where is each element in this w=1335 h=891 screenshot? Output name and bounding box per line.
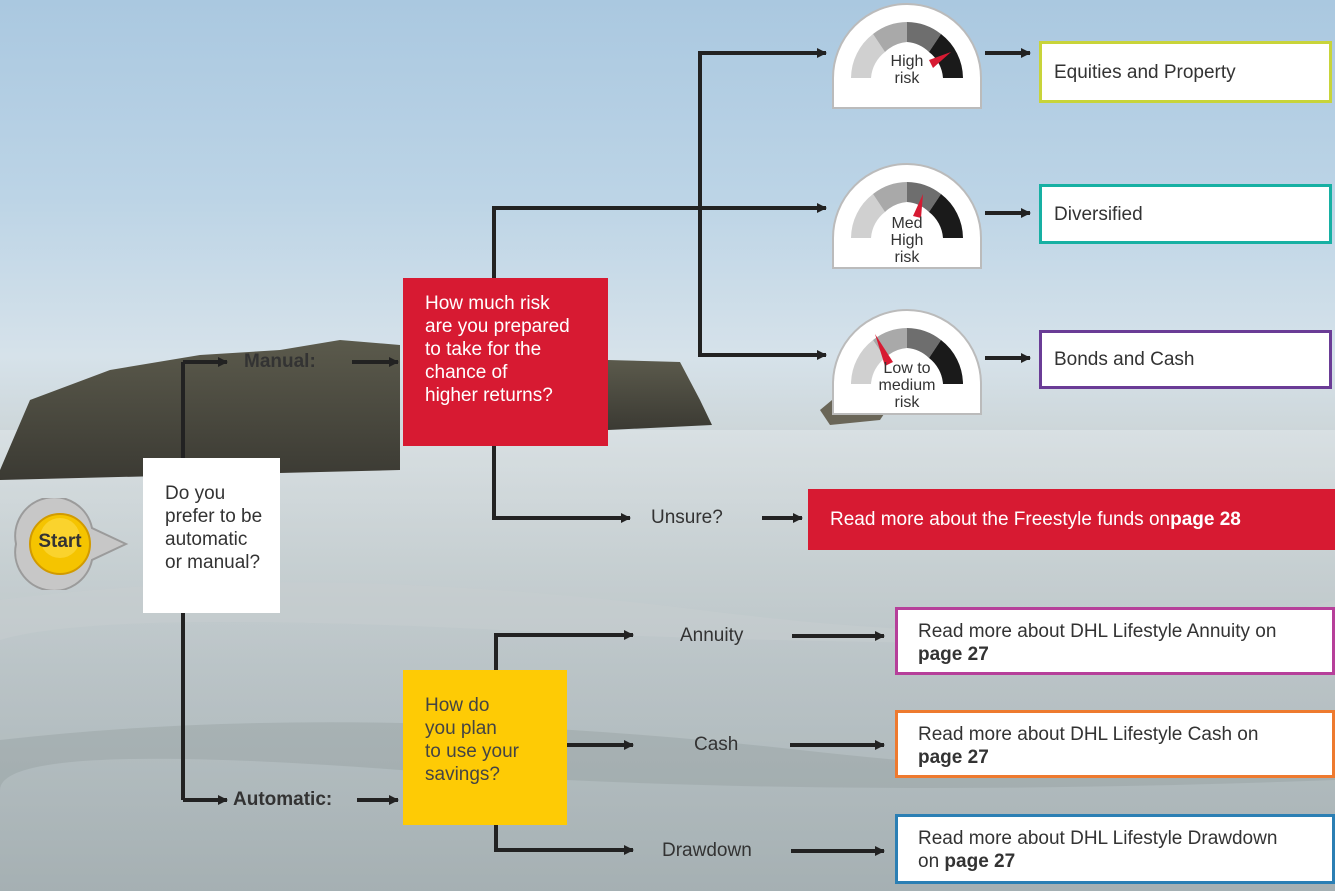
automatic-label[interactable]: Automatic: <box>233 789 333 810</box>
question-line: prefer to be <box>165 506 263 527</box>
outcome-equities-property[interactable]: Equities and Property <box>1039 41 1332 103</box>
gauge-line: High <box>890 53 924 70</box>
gauge-low-medium-risk[interactable] <box>829 306 985 416</box>
risk-question-line: higher returns? <box>425 385 553 406</box>
manual-label[interactable]: Manual: <box>244 351 316 372</box>
gauge-med-high-risk[interactable] <box>829 160 985 270</box>
savings-question-box: How do you plan to use your savings? <box>403 670 567 825</box>
savings-question-line: to use your <box>425 741 519 762</box>
start-label[interactable]: Start <box>38 531 82 552</box>
outcome-text: Bonds and Cash <box>1054 349 1195 370</box>
risk-question-line: chance of <box>425 362 508 383</box>
gauge-med-high-risk-label: Med High risk <box>874 215 940 266</box>
savings-question-line: How do <box>425 695 490 716</box>
drawdown-label[interactable]: Drawdown <box>662 840 752 861</box>
preference-question-box: Do you prefer to be automatic or manual? <box>143 458 280 613</box>
lifestyle-annuity-page: page 27 <box>918 644 989 665</box>
gauge-high-risk[interactable] <box>829 0 985 110</box>
outcome-diversified[interactable]: Diversified <box>1039 184 1332 244</box>
gauge-needle <box>929 52 951 68</box>
lifestyle-drawdown-page: page 27 <box>944 851 1016 872</box>
outcome-text: Diversified <box>1054 203 1143 225</box>
risk-question-box: How much risk are you prepared to take f… <box>403 278 608 446</box>
gauge-line: Med <box>891 215 923 232</box>
risk-question-line: are you prepared <box>425 316 570 337</box>
gauge-line: risk <box>894 249 920 266</box>
gauge-needle <box>875 334 893 366</box>
gauge-high-risk-label: High risk <box>874 53 940 87</box>
lifestyle-drawdown-box[interactable]: Read more about DHL Lifestyle Drawdown o… <box>895 814 1335 884</box>
unsure-label[interactable]: Unsure? <box>651 507 723 528</box>
annuity-label[interactable]: Annuity <box>680 625 744 646</box>
freestyle-page: page 28 <box>1170 509 1241 530</box>
cash-label[interactable]: Cash <box>694 734 739 755</box>
lifestyle-drawdown-text: Read more about DHL Lifestyle Drawdown <box>918 828 1278 849</box>
lifestyle-cash-box[interactable]: Read more about DHL Lifestyle Cash on pa… <box>895 710 1335 778</box>
savings-question-line: savings? <box>425 764 500 785</box>
freestyle-text: Read more about the Freestyle funds on <box>830 509 1171 530</box>
outcome-bonds-cash[interactable]: Bonds and Cash <box>1039 330 1332 389</box>
cliff-left <box>0 340 400 480</box>
gauge-line: medium <box>878 377 936 394</box>
gauge-line: Low to <box>883 360 931 377</box>
lifestyle-annuity-box[interactable]: Read more about DHL Lifestyle Annuity on… <box>895 607 1335 675</box>
gauge-line: High <box>890 232 924 249</box>
outcome-text: Equities and Property <box>1054 61 1236 83</box>
lifestyle-drawdown-on: on <box>918 851 945 872</box>
start-badge-bg <box>14 498 129 590</box>
lifestyle-cash-page: page 27 <box>918 747 989 768</box>
cliff-middle <box>608 360 712 430</box>
question-line: automatic <box>165 529 248 550</box>
lifestyle-annuity-text: Read more about DHL Lifestyle Annuity on <box>918 621 1277 642</box>
freestyle-funds-link[interactable]: Read more about the Freestyle funds on p… <box>808 489 1335 550</box>
risk-question-line: to take for the <box>425 339 542 360</box>
question-line: Do you <box>165 483 226 504</box>
savings-question-line: you plan <box>425 718 497 739</box>
risk-question-line: How much risk <box>425 293 550 314</box>
lifestyle-cash-text: Read more about DHL Lifestyle Cash on <box>918 724 1259 745</box>
question-line: or manual? <box>165 552 261 573</box>
gauge-needle <box>913 194 923 218</box>
gauge-line: risk <box>894 394 920 411</box>
gauge-low-medium-risk-label: Low to medium risk <box>866 360 948 411</box>
gauge-line: risk <box>894 70 920 87</box>
